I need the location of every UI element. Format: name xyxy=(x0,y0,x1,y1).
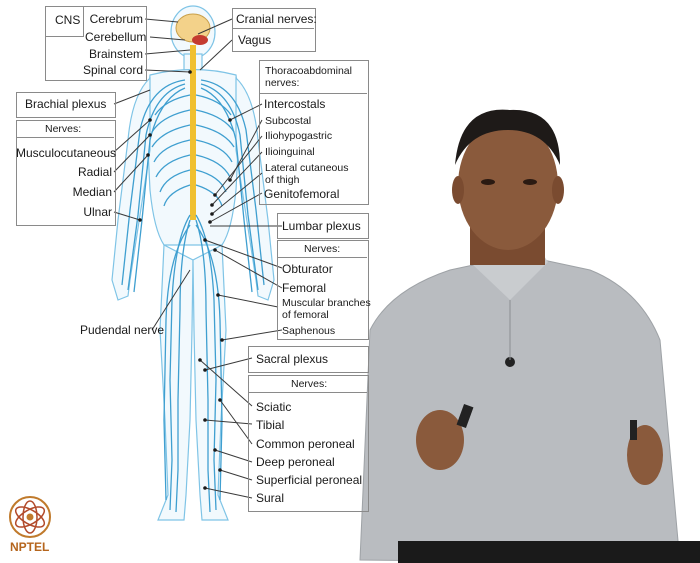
superficial-peroneal-label: Superficial peroneal xyxy=(256,473,362,487)
sural-label: Sural xyxy=(256,491,284,505)
brainstem-label: Brainstem xyxy=(85,47,143,61)
radial-label: Radial xyxy=(16,165,112,179)
musculocutaneous-label: Musculocutaneous xyxy=(16,146,112,160)
median-label: Median xyxy=(16,185,112,199)
femoral-label: Femoral xyxy=(282,281,326,295)
iliohypogastric-label: Iliohypogastric xyxy=(265,130,332,142)
brachial-plexus-label: Brachial plexus xyxy=(25,97,106,111)
ilioinguinal-label: Ilioinguinal xyxy=(265,146,315,158)
lumbar-plexus-label: Lumbar plexus xyxy=(282,219,361,233)
lumbar-nerves-header: Nerves: xyxy=(304,243,340,255)
genitofemoral-label: Genitofemoral xyxy=(264,187,339,201)
cranial-nerves-label: Cranial nerves: xyxy=(236,12,317,26)
thoracoabdominal-label-1: Thoracoabdominal xyxy=(265,65,352,77)
cerebellum-label: Cerebellum xyxy=(85,30,145,44)
presenter xyxy=(360,110,680,563)
obturator-label: Obturator xyxy=(282,262,333,276)
desk xyxy=(398,541,700,563)
arm-nerves-header: Nerves: xyxy=(45,123,81,135)
tibial-label: Tibial xyxy=(256,418,284,432)
subcostal-label: Subcostal xyxy=(265,115,311,127)
sacral-nerves-header: Nerves: xyxy=(291,378,327,390)
ulnar-label: Ulnar xyxy=(16,205,112,219)
deep-peroneal-label: Deep peroneal xyxy=(256,455,335,469)
nptel-logo-text: NPTEL xyxy=(10,540,49,554)
sciatic-label: Sciatic xyxy=(256,400,291,414)
saphenous-label: Saphenous xyxy=(282,325,335,337)
lateral-cutaneous-label-1: Lateral cutaneous xyxy=(265,162,348,174)
muscular-branches-label-2: of femoral xyxy=(282,309,329,321)
cerebrum-label: Cerebrum xyxy=(85,12,143,26)
common-peroneal-label: Common peroneal xyxy=(256,437,355,451)
lateral-cutaneous-label-2: of thigh xyxy=(265,174,299,186)
vagus-label: Vagus xyxy=(238,33,271,47)
sacral-plexus-label: Sacral plexus xyxy=(256,352,328,366)
muscular-branches-label-1: Muscular branches xyxy=(282,297,371,309)
intercostals-label: Intercostals xyxy=(264,97,325,111)
pudendal-nerve-label: Pudendal nerve xyxy=(80,323,164,337)
spinal-cord-label: Spinal cord xyxy=(78,63,143,77)
cerebellum xyxy=(192,35,208,45)
thoracoabdominal-label-2: nerves: xyxy=(265,77,299,89)
cns-label: CNS xyxy=(55,13,80,27)
